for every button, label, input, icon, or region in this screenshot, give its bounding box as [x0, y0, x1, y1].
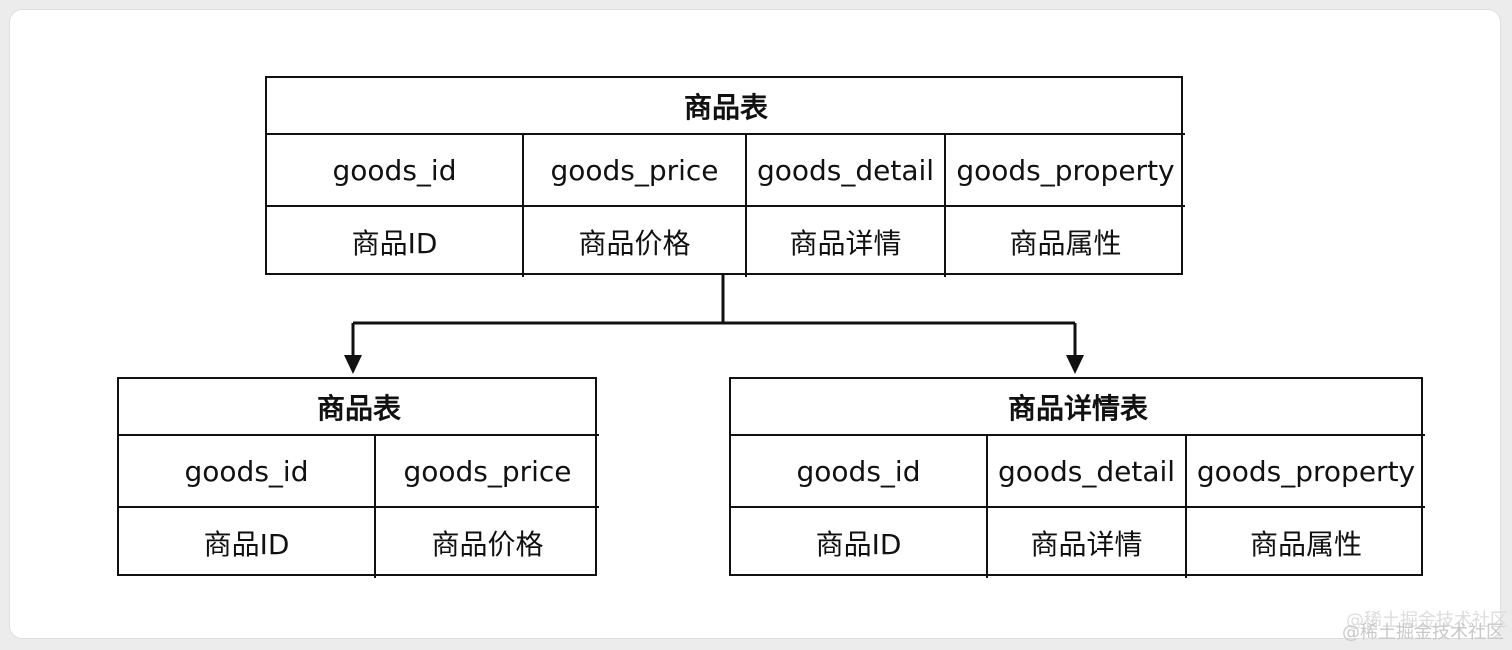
description-cell: 商品价格 — [524, 207, 747, 277]
watermark: @稀土掘金技术社区 — [1342, 622, 1504, 643]
header-cell: goods_price — [376, 436, 599, 508]
description-cell: 商品属性 — [1249, 528, 1362, 561]
description-cell: 商品ID — [119, 508, 376, 578]
header-cell: goods_id — [119, 436, 376, 508]
description-cell: 商品详情 — [988, 508, 1187, 578]
header-cell: goods_id — [731, 436, 988, 508]
description-cell: 商品属性 — [1009, 227, 1122, 260]
goods-detail-table: 商品详情表 goods_id goods_detail goods_proper… — [729, 377, 1425, 578]
description-cell: 商品详情 — [747, 207, 946, 277]
goods-table-split: 商品表 goods_id goods_price 商品ID 商品价格 — [117, 377, 599, 578]
description-cell: 商品ID — [731, 508, 988, 578]
header-cell: goods_id — [267, 135, 524, 207]
header-cell: goods_property — [1187, 436, 1425, 508]
watermark-shadow: @稀土掘金技术社区 — [1346, 610, 1508, 631]
table-title: 商品表 — [267, 78, 1185, 135]
header-cell: goods_property — [946, 135, 1185, 207]
table-title: 商品详情表 — [731, 379, 1425, 436]
table-title: 商品表 — [119, 379, 599, 436]
goods-table-original: 商品表 goods_id goods_price goods_detail go… — [265, 76, 1185, 277]
header-cell: goods_detail — [747, 135, 946, 207]
header-cell: goods_price — [524, 135, 747, 207]
description-cell: 商品价格 — [431, 528, 544, 561]
header-cell: goods_detail — [988, 436, 1187, 508]
description-cell: 商品ID — [267, 207, 524, 277]
